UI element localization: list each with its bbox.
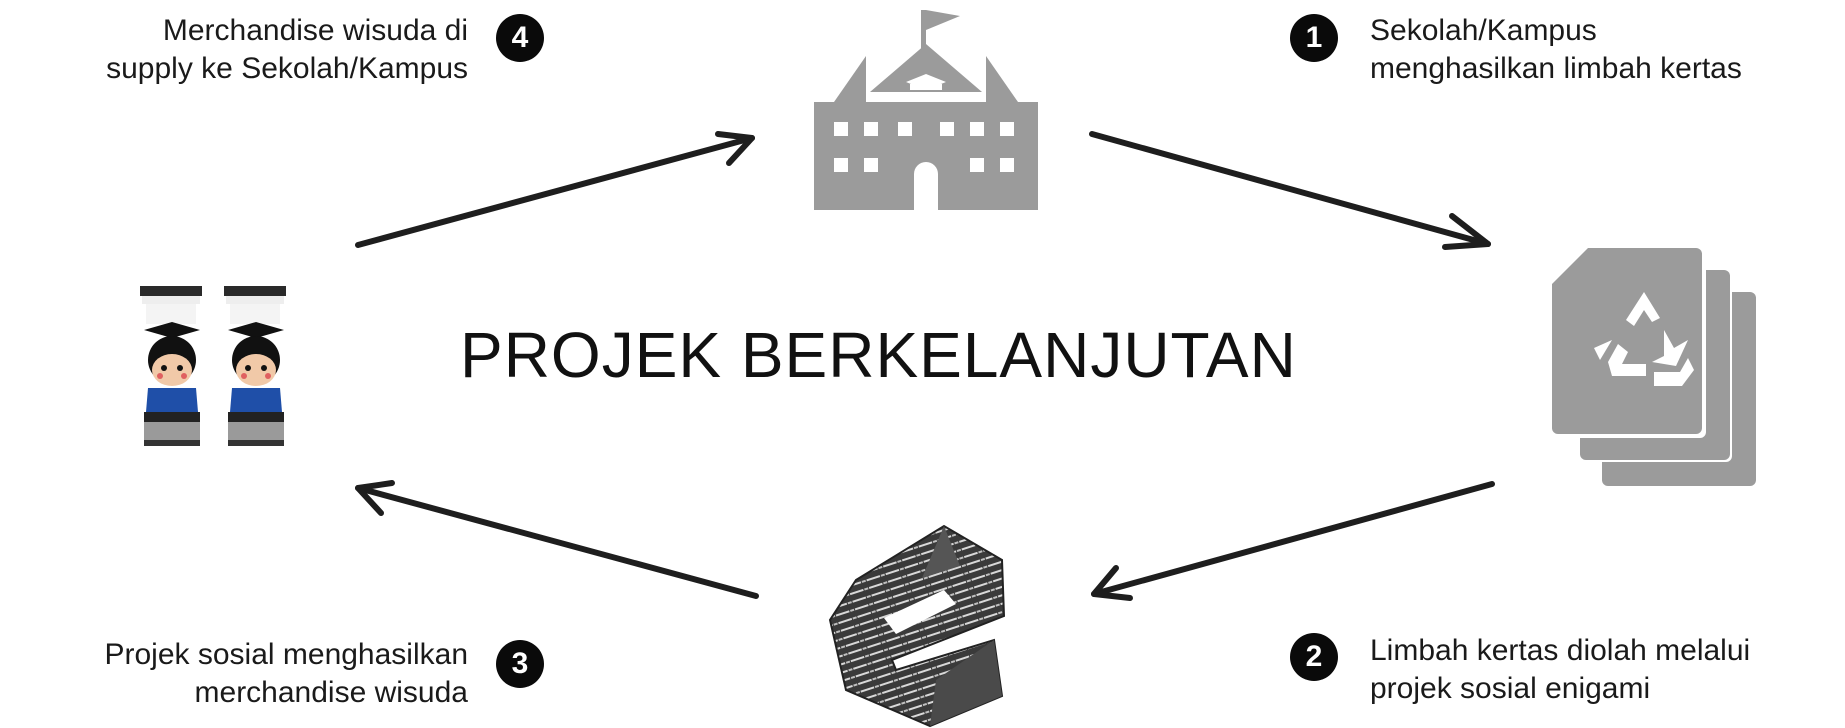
arrow-paper-to-enigami [1091, 481, 1495, 601]
graduation-figure-left [140, 286, 202, 446]
enigami-logo-icon [828, 524, 1006, 728]
step-4-badge: 4 [496, 14, 544, 62]
arrow-school-to-paper [1089, 131, 1491, 250]
graduation-figure-right [224, 286, 286, 446]
step-3-badge: 3 [496, 640, 544, 688]
step-3-text: Projek sosial menghasilkan merchandise w… [104, 638, 468, 709]
diagram-title: PROJEK BERKELANJUTAN [460, 319, 1297, 391]
step-2-badge: 2 [1290, 633, 1338, 681]
school-building-icon [814, 10, 1038, 210]
step-1-text: Sekolah/Kampus menghasilkan limbah kerta… [1370, 14, 1742, 85]
step-1-badge: 1 [1290, 14, 1338, 62]
graduation-merchandise-figures [140, 286, 286, 446]
step-2-text: Limbah kertas diolah melalui projek sosi… [1370, 634, 1751, 705]
step-4-text: Merchandise wisuda di supply ke Sekolah/… [106, 14, 468, 85]
arrow-enigami-to-merch [355, 480, 759, 599]
recycled-paper-icon [1550, 244, 1756, 486]
arrow-merch-to-school [355, 131, 755, 248]
